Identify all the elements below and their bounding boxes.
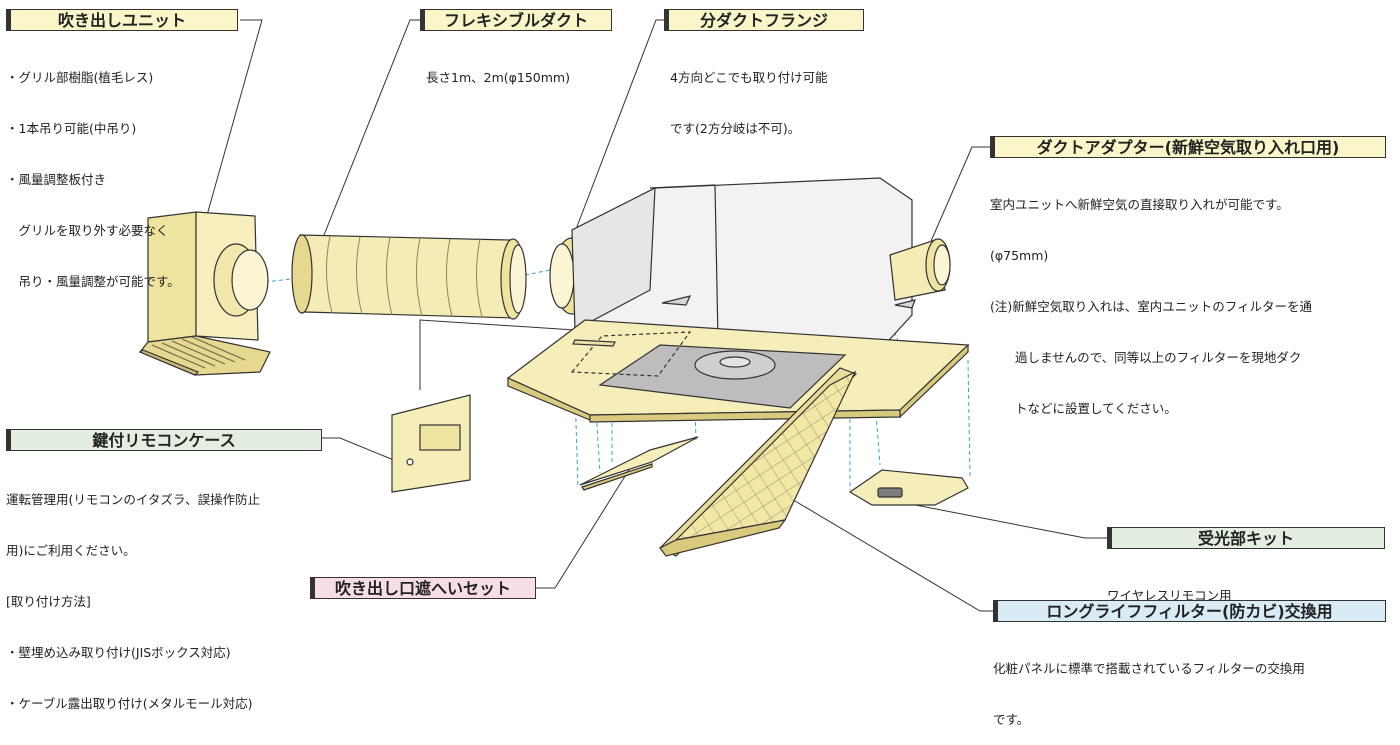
remote-case-title: 鍵付リモコンケース [6,429,322,451]
duct-adapter-description: 室内ユニットへ新鮮空気の直接取り入れが可能です。 (φ75mm) (注)新鮮空気… [990,162,1312,434]
remote-case-line: 用)にご利用ください。 [6,543,136,558]
outlet-unit-line: ・風量調整板付き [6,172,107,187]
duct-adapter-line: (注)新鮮空気取り入れは、室内ユニットのフィルターを通 [990,299,1313,314]
branch-flange-title: 分ダクトフランジ [664,9,864,31]
long-life-filter-line: です。 [993,712,1030,727]
branch-flange-line: です(2方分岐は不可)。 [670,121,801,136]
long-life-filter-description: 化粧パネルに標準で搭載されているフィルターの交換用 です。 [993,626,1305,745]
long-life-filter-illustration [658,367,858,557]
flexible-duct-title: フレキシブルダクト [420,9,612,31]
indoor-unit-illustration [571,177,951,351]
outlet-unit-line: 吊り・風量調整が可能です。 [6,274,180,289]
remote-case-line: ・ケーブル露出取り付け(メタルモール対応) [6,696,253,711]
duct-adapter-line: トなどに設置してください。 [990,401,1177,416]
decorative-panel-illustration [506,319,970,423]
flexible-duct-illustration [291,234,527,320]
outlet-shield-illustration [579,436,699,491]
remote-case-description: 運転管理用(リモコンのイタズラ、誤操作防止 用)にご利用ください。 [取り付け方… [6,457,260,729]
receiver-kit-line: ワイヤレスリモコン用 [1107,588,1232,603]
outlet-unit-line: ・1本吊り可能(中吊り) [6,121,137,136]
duct-adapter-line: 過しませんので、同等以上のフィルターを現地ダク [990,350,1302,365]
duct-adapter-line: (φ75mm) [990,248,1049,263]
remote-case-line: ・壁埋め込み取り付け(JISボックス対応) [6,645,231,660]
flexible-duct-line: 長さ1m、2m(φ150mm) [426,70,570,85]
outlet-shield-title: 吹き出し口遮へいセット [310,577,536,599]
long-life-filter-title: ロングライフフィルター(防カビ)交換用 [993,600,1386,622]
outlet-unit-description: ・グリル部樹脂(植毛レス) ・1本吊り可能(中吊り) ・風量調整板付き グリルを… [6,35,180,307]
remote-case-line: [取り付け方法] [6,594,91,609]
outlet-unit-line: グリルを取り外す必要なく [6,223,169,238]
remote-case-illustration [391,394,471,493]
ceiling-cassette-accessories-illustration [138,19,1107,612]
outlet-unit-title: 吹き出しユニット [6,9,238,31]
duct-adapter-line: 室内ユニットへ新鮮空気の直接取り入れが可能です。 [990,197,1289,212]
branch-flange-description: 4方向どこでも取り付け可能 です(2方分岐は不可)。 [670,35,828,154]
duct-adapter-part [889,238,951,301]
branch-flange-line: 4方向どこでも取り付け可能 [670,70,828,85]
long-life-filter-line: 化粧パネルに標準で搭載されているフィルターの交換用 [993,661,1305,676]
outlet-unit-line: ・グリル部樹脂(植毛レス) [6,70,154,85]
leader-lines [199,19,1107,612]
receiver-kit-title: 受光部キット [1107,527,1385,549]
receiver-kit-description: ワイヤレスリモコン用 [1107,553,1232,621]
receiver-kit-illustration [848,469,969,506]
remote-case-line: 運転管理用(リモコンのイタズラ、誤操作防止 [6,492,261,507]
duct-adapter-title: ダクトアダプター(新鮮空気取り入れ口用) [990,136,1386,158]
outlet-unit-illustration [138,211,271,376]
flexible-duct-description: 長さ1m、2m(φ150mm) [426,35,570,103]
